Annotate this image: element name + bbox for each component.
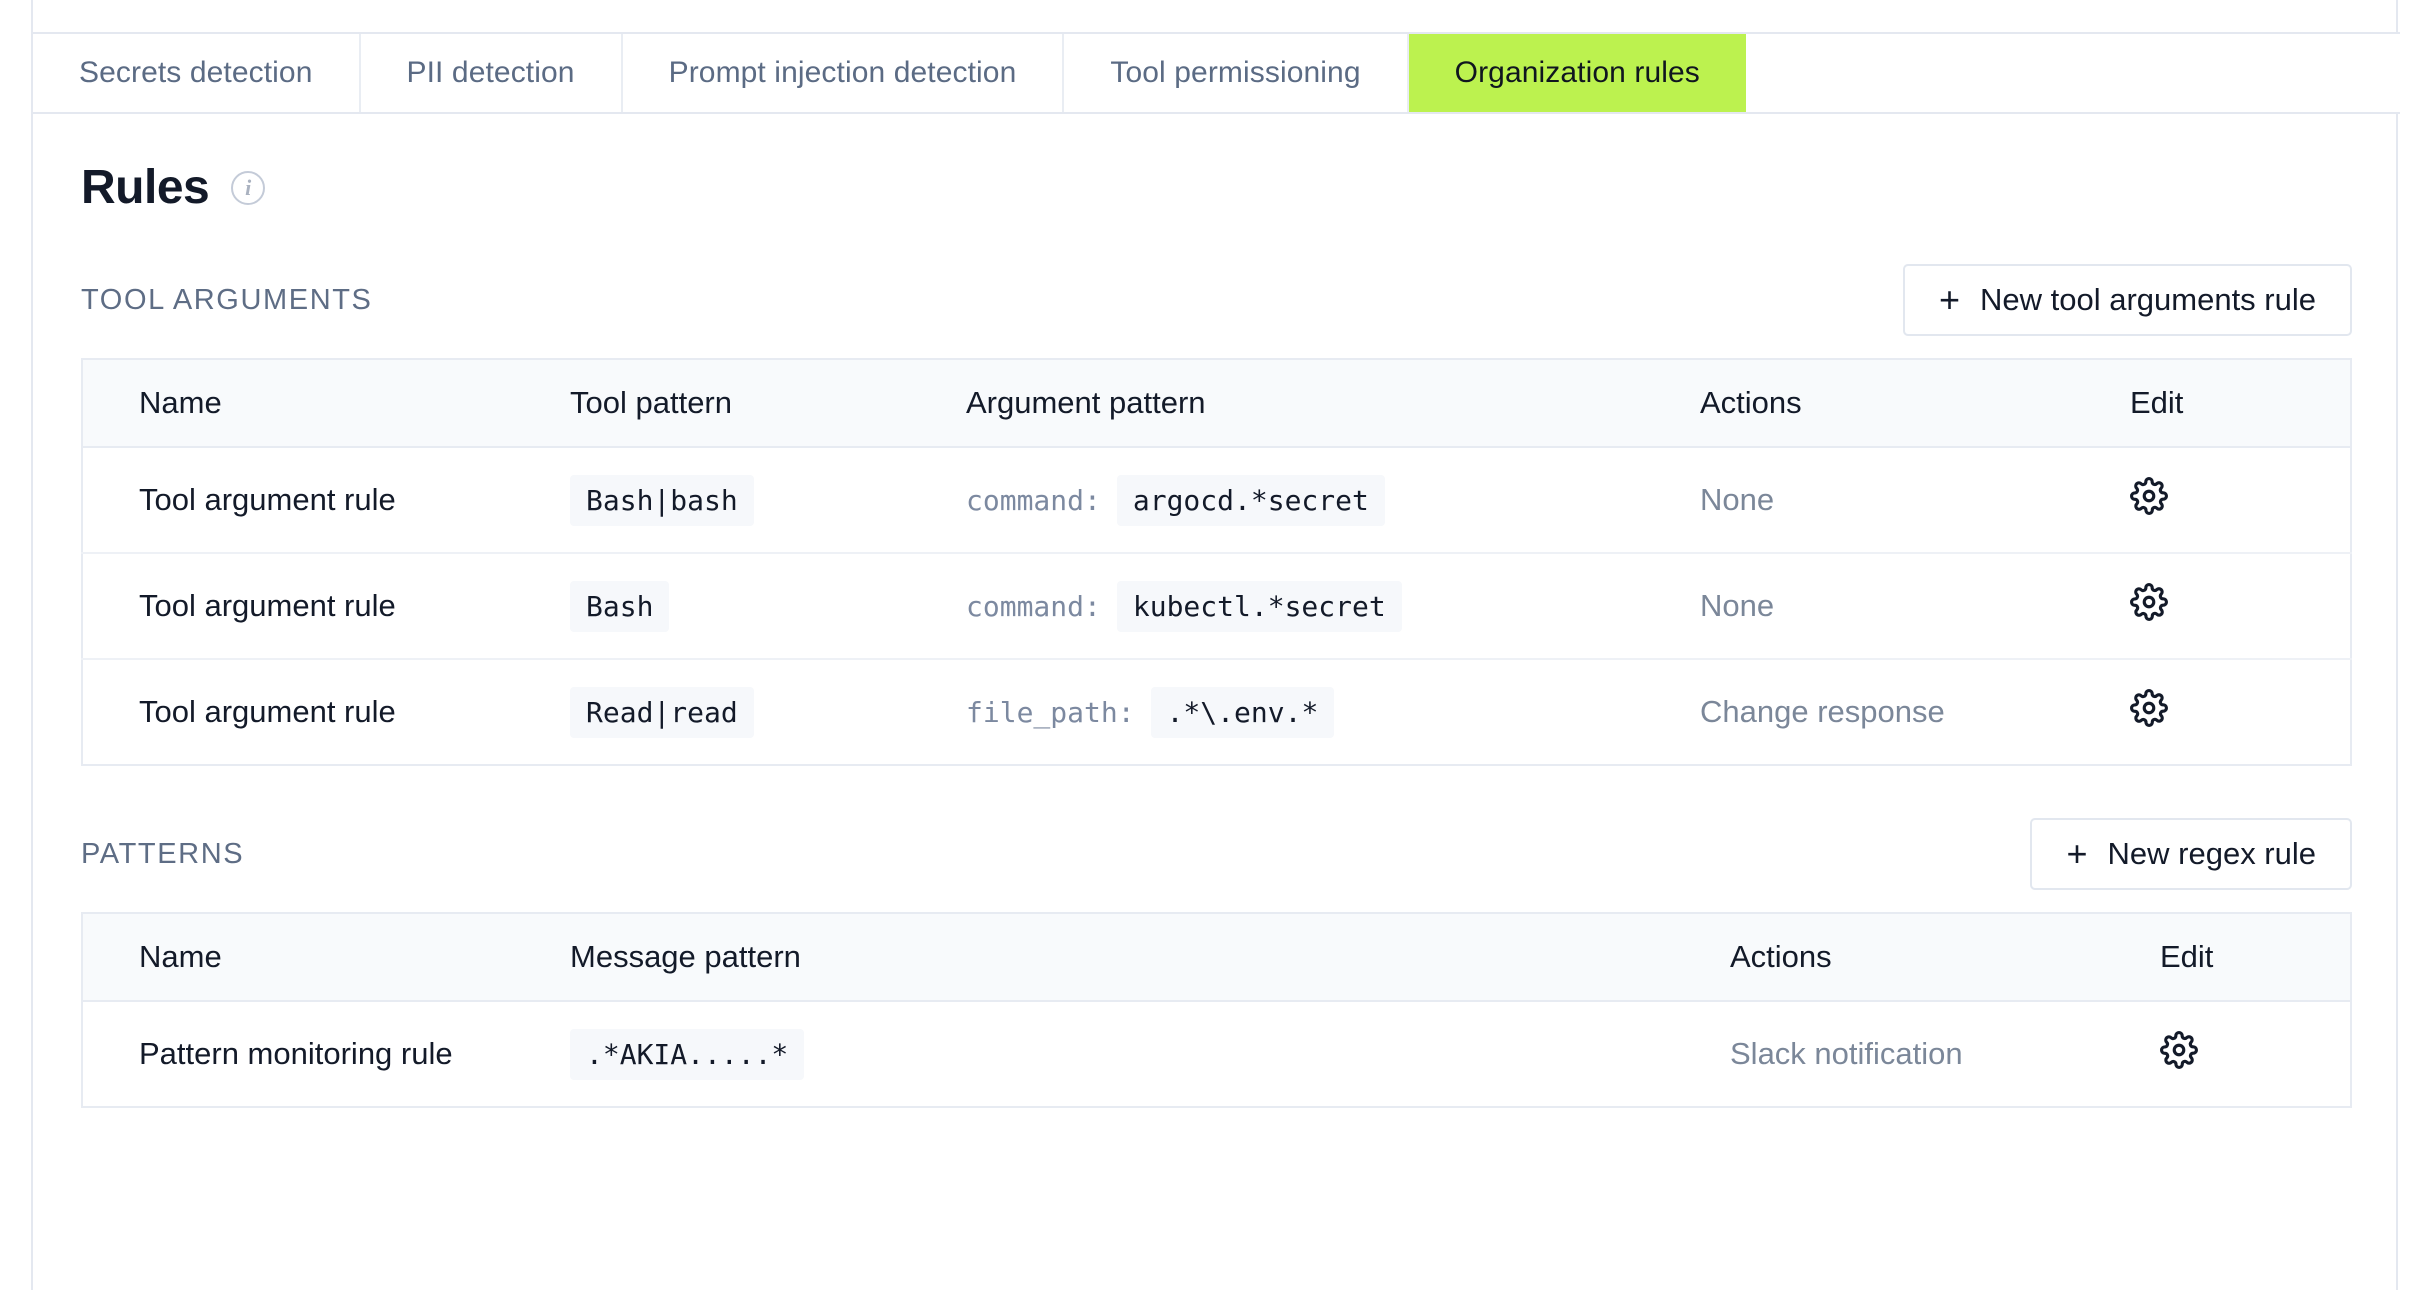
- table-header: Name Message pattern Actions Edit: [82, 913, 2351, 1002]
- cell-argument-pattern: file_path: .*\.env.*: [962, 659, 1692, 765]
- cell-tool-pattern: Read|read: [562, 659, 962, 765]
- patterns-table: Name Message pattern Actions Edit Patter…: [81, 912, 2352, 1108]
- new-regex-rule-label: New regex rule: [2107, 836, 2316, 871]
- cell-message-pattern: .*AKIA.....*: [562, 1001, 1722, 1107]
- cell-name: Pattern monitoring rule: [82, 1001, 562, 1107]
- main-content: Rules i TOOL ARGUMENTS + New tool argume…: [33, 114, 2400, 1108]
- cell-name: Tool argument rule: [82, 659, 562, 765]
- section-header: PATTERNS + New regex rule: [81, 818, 2352, 890]
- gear-icon[interactable]: [2130, 477, 2168, 515]
- rule-name: Tool argument rule: [139, 588, 396, 624]
- action-label: None: [1700, 588, 1775, 623]
- tab-bar: Secrets detection PII detection Prompt i…: [33, 32, 2400, 114]
- argument-key: command:: [966, 483, 1101, 517]
- tab-label: Tool permissioning: [1110, 56, 1361, 89]
- tool-pattern-chip: Bash: [570, 580, 670, 632]
- tool-arguments-table: Name Tool pattern Argument pattern Actio…: [81, 358, 2352, 766]
- rule-name: Tool argument rule: [139, 482, 396, 518]
- tab-label: Prompt injection detection: [668, 56, 1017, 89]
- tool-pattern-chip: Bash|bash: [570, 474, 754, 526]
- table-body: Tool argument rule Bash|bash command: ar…: [82, 447, 2351, 765]
- tool-pattern-chip: Read|read: [570, 686, 754, 738]
- section-label-patterns: PATTERNS: [81, 837, 245, 870]
- tab-prompt-injection-detection[interactable]: Prompt injection detection: [622, 34, 1065, 112]
- table-row: Tool argument rule Bash|bash command: ar…: [82, 447, 2351, 554]
- page-title: Rules: [81, 161, 210, 214]
- plus-icon: +: [2066, 833, 2088, 874]
- action-label: None: [1700, 482, 1775, 517]
- column-header-actions: Actions: [1692, 359, 2122, 448]
- new-tool-arguments-rule-button[interactable]: + New tool arguments rule: [1902, 264, 2352, 336]
- table-header: Name Tool pattern Argument pattern Actio…: [82, 359, 2351, 448]
- table-header-row: Name Message pattern Actions Edit: [82, 913, 2351, 1002]
- tab-label: Organization rules: [1454, 56, 1700, 89]
- gear-icon[interactable]: [2130, 583, 2168, 621]
- section-label-tool-arguments: TOOL ARGUMENTS: [81, 283, 373, 316]
- column-header-name: Name: [82, 913, 562, 1002]
- argument-pattern-group: command: argocd.*secret: [966, 474, 1692, 526]
- tab-organization-rules[interactable]: Organization rules: [1408, 34, 1746, 112]
- cell-name: Tool argument rule: [82, 447, 562, 554]
- cell-name: Tool argument rule: [82, 553, 562, 660]
- column-header-tool-pattern: Tool pattern: [562, 359, 962, 448]
- action-label: Change response: [1700, 694, 1945, 729]
- table-row: Pattern monitoring rule .*AKIA.....* Sla…: [82, 1001, 2351, 1107]
- page-container: Secrets detection PII detection Prompt i…: [31, 0, 2400, 1290]
- cell-actions: None: [1692, 553, 2122, 660]
- cell-tool-pattern: Bash|bash: [562, 447, 962, 554]
- argument-pattern-group: file_path: .*\.env.*: [966, 686, 1692, 738]
- cell-actions: None: [1692, 447, 2122, 554]
- table-body: Pattern monitoring rule .*AKIA.....* Sla…: [82, 1001, 2351, 1107]
- cell-argument-pattern: command: kubectl.*secret: [962, 553, 1692, 660]
- new-regex-rule-button[interactable]: + New regex rule: [2030, 818, 2352, 890]
- section-tool-arguments: TOOL ARGUMENTS + New tool arguments rule…: [33, 264, 2400, 766]
- plus-icon: +: [1938, 279, 1960, 320]
- action-label: Slack notification: [1730, 1036, 1963, 1071]
- cell-tool-pattern: Bash: [562, 553, 962, 660]
- rule-name: Pattern monitoring rule: [139, 1036, 453, 1072]
- column-header-actions: Actions: [1722, 913, 2152, 1002]
- cell-edit: [2122, 553, 2351, 660]
- argument-key: command:: [966, 589, 1101, 623]
- cell-actions: Change response: [1692, 659, 2122, 765]
- section-patterns: PATTERNS + New regex rule Name Message p…: [33, 818, 2400, 1108]
- argument-key: file_path:: [966, 695, 1135, 729]
- cell-edit: [2122, 447, 2351, 554]
- table-header-row: Name Tool pattern Argument pattern Actio…: [82, 359, 2351, 448]
- section-header: TOOL ARGUMENTS + New tool arguments rule: [81, 264, 2352, 336]
- gear-icon[interactable]: [2130, 689, 2168, 727]
- argument-pattern-chip: argocd.*secret: [1116, 474, 1385, 526]
- argument-pattern-chip: .*\.env.*: [1150, 686, 1335, 738]
- message-pattern-chip: .*AKIA.....*: [570, 1028, 805, 1080]
- tab-tool-permissioning[interactable]: Tool permissioning: [1064, 34, 1409, 112]
- column-header-edit: Edit: [2152, 913, 2351, 1002]
- column-header-edit: Edit: [2122, 359, 2351, 448]
- tab-label: PII detection: [406, 56, 575, 89]
- tab-label: Secrets detection: [79, 56, 313, 89]
- info-circle-icon[interactable]: i: [231, 171, 266, 205]
- cell-argument-pattern: command: argocd.*secret: [962, 447, 1692, 554]
- table-row: Tool argument rule Read|read file_path: …: [82, 659, 2351, 765]
- column-header-message-pattern: Message pattern: [562, 913, 1722, 1002]
- argument-pattern-group: command: kubectl.*secret: [966, 580, 1692, 632]
- new-tool-arguments-rule-label: New tool arguments rule: [1980, 282, 2316, 317]
- table-row: Tool argument rule Bash command: kubectl…: [82, 553, 2351, 660]
- column-header-name: Name: [82, 359, 562, 448]
- tab-pii-detection[interactable]: PII detection: [360, 34, 623, 112]
- cell-edit: [2152, 1001, 2351, 1107]
- tab-bar-filler: [1745, 34, 2400, 112]
- cell-edit: [2122, 659, 2351, 765]
- argument-pattern-chip: kubectl.*secret: [1116, 580, 1402, 632]
- column-header-argument-pattern: Argument pattern: [962, 359, 1692, 448]
- gear-icon[interactable]: [2160, 1031, 2198, 1069]
- cell-actions: Slack notification: [1722, 1001, 2152, 1107]
- page-title-row: Rules i: [33, 164, 2400, 212]
- tab-secrets-detection[interactable]: Secrets detection: [33, 34, 361, 112]
- rule-name: Tool argument rule: [139, 694, 396, 730]
